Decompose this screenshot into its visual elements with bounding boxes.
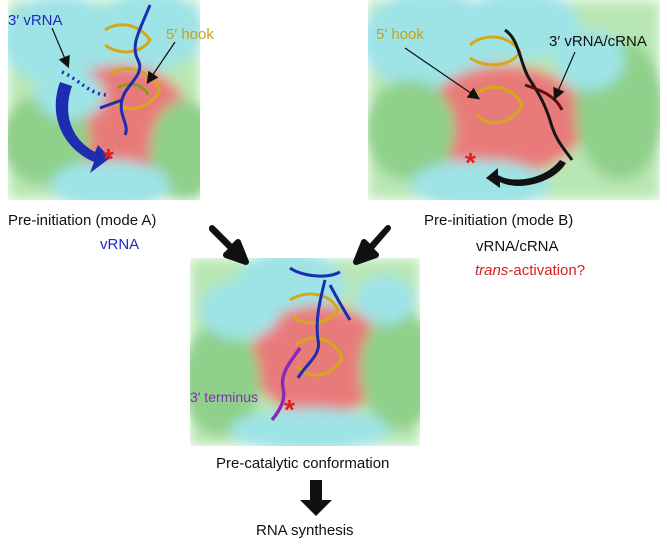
caption-mode-a-title: Pre-initiation (mode A): [8, 212, 157, 229]
protein-surface-bottom: [190, 258, 420, 446]
pointer-line-5prime-tl: [146, 41, 176, 84]
active-site-star-tl: *: [103, 143, 114, 174]
vrna-strand-top-left: [99, 4, 152, 136]
caption-mode-b-question: trans-activation?: [475, 262, 585, 280]
label-3prime-vrna-tl: 3′ vRNA: [8, 12, 63, 29]
label-5prime-hook-tl: 5′ hook: [166, 26, 214, 43]
pointer-line-3prime-tl: [51, 27, 70, 69]
active-site-star-tr: *: [465, 147, 476, 178]
caption-mode-b-sub: vRNA/cRNA: [476, 238, 559, 255]
caption-precatalytic: Pre-catalytic conformation: [216, 455, 390, 472]
black-curved-arrow: [486, 160, 566, 188]
pointer-line-5prime-tr: [404, 47, 480, 100]
rna-strand-top-right: [504, 28, 574, 161]
caption-rna-synthesis: RNA synthesis: [256, 522, 354, 539]
5prime-hook-helix-bottom: [289, 292, 344, 377]
caption-mode-a-sub: vRNA: [100, 236, 140, 253]
label-5prime-hook-tr: 5′ hook: [376, 26, 424, 43]
arrow-down-to-synthesis: [300, 480, 332, 516]
5prime-hook-helix-top-left: [104, 23, 162, 111]
caption-trans-italic: trans: [475, 262, 509, 279]
blue-curved-arrow: [55, 82, 110, 173]
active-site-star-bottom: *: [284, 394, 295, 425]
arrow-mode-b-to-precatalytic: [353, 225, 391, 265]
caption-mode-b-title: Pre-initiation (mode B): [424, 212, 574, 229]
3prime-terminus-strand: [270, 347, 302, 422]
label-3prime-terminus: 3′ terminus: [190, 389, 258, 405]
vrna-strand-bottom: [289, 266, 352, 379]
label-3prime-vrna-crna-tr: 3′ vRNA/cRNA: [549, 33, 647, 50]
protein-surface-top-right: [368, 0, 660, 200]
pointer-line-3prime-tr: [553, 51, 576, 101]
caption-activation: -activation?: [508, 262, 586, 279]
protein-surface-top-left: [8, 0, 200, 200]
arrow-mode-a-to-precatalytic: [209, 225, 249, 265]
